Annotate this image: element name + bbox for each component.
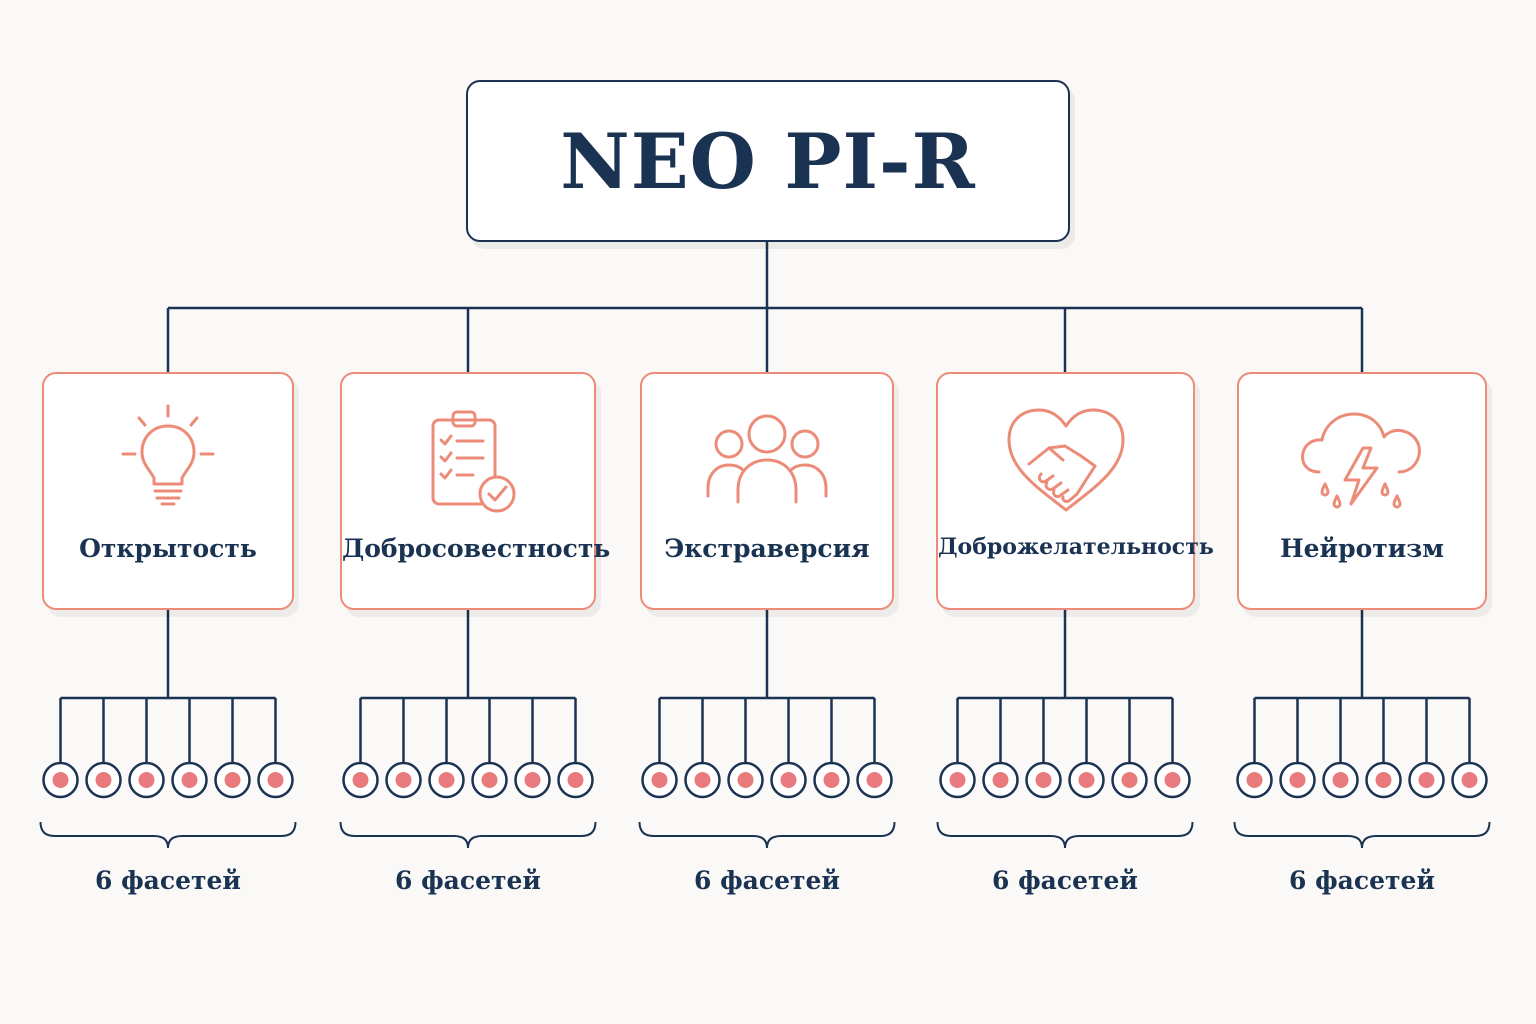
facet-caption-neuroticism: 6 фасетей	[1289, 866, 1435, 895]
facet-caption-extraversion: 6 фасетей	[694, 866, 840, 895]
facet-node-dot-neuroticism	[1375, 772, 1392, 788]
heart-handshake-icon	[1007, 408, 1124, 512]
facet-brace-openness	[39, 821, 297, 849]
storm-cloud-icon	[1301, 412, 1421, 509]
root-node: NEO PI-R	[466, 80, 1070, 242]
trait-card-neuroticism: Нейротизм	[1237, 372, 1487, 610]
root-title: NEO PI-R	[560, 116, 976, 206]
facet-node-dot-neuroticism	[1461, 772, 1478, 788]
trait-label: Доброжелательность	[938, 534, 1214, 560]
facet-node-dot-agreeableness	[992, 772, 1009, 788]
trait-card-agreeableness: Доброжелательность	[936, 372, 1214, 610]
facet-caption-conscientiousness: 6 фасетей	[395, 866, 541, 895]
facet-node-dot-conscientiousness	[352, 772, 369, 788]
facet-node-dot-conscientiousness	[438, 772, 455, 788]
facet-node-dot-openness	[95, 772, 112, 788]
facet-node-dot-extraversion	[866, 772, 883, 788]
facet-node-dot-conscientiousness	[395, 772, 412, 788]
trait-label: Добросовестность	[342, 534, 611, 563]
facet-node-dot-openness	[224, 772, 241, 788]
trait-label: Экстраверсия	[664, 534, 870, 563]
facet-node-dot-neuroticism	[1418, 772, 1435, 788]
facet-node-dot-conscientiousness	[567, 772, 584, 788]
trait-label: Открытость	[79, 534, 257, 563]
facet-node-dot-conscientiousness	[524, 772, 541, 788]
facet-node-dot-agreeableness	[1035, 772, 1052, 788]
facet-node-dot-extraversion	[823, 772, 840, 788]
facet-node-dot-conscientiousness	[481, 772, 498, 788]
people-group-icon	[706, 414, 828, 504]
trait-card-openness: Открытость	[42, 372, 294, 610]
facet-node-dot-agreeableness	[1121, 772, 1138, 788]
facet-brace-agreeableness	[936, 821, 1194, 849]
facet-node-dot-openness	[138, 772, 155, 788]
facet-node-dot-agreeableness	[1078, 772, 1095, 788]
facet-node-dot-openness	[181, 772, 198, 788]
facet-brace-extraversion	[638, 821, 896, 849]
facet-node-dot-neuroticism	[1246, 772, 1263, 788]
facet-node-dot-agreeableness	[1164, 772, 1181, 788]
facet-node-dot-neuroticism	[1332, 772, 1349, 788]
facet-node-dot-extraversion	[651, 772, 668, 788]
checklist-clipboard-icon	[431, 410, 516, 513]
facet-node-dot-extraversion	[694, 772, 711, 788]
lightbulb-icon	[121, 404, 215, 506]
facet-brace-neuroticism	[1233, 821, 1491, 849]
facet-node-dot-neuroticism	[1289, 772, 1306, 788]
facet-caption-openness: 6 фасетей	[95, 866, 241, 895]
facet-node-dot-openness	[267, 772, 284, 788]
facet-node-dot-openness	[52, 772, 69, 788]
facet-caption-agreeableness: 6 фасетей	[992, 866, 1138, 895]
facet-node-dot-extraversion	[780, 772, 797, 788]
facet-node-dot-agreeableness	[949, 772, 966, 788]
facet-brace-conscientiousness	[339, 821, 597, 849]
trait-card-conscientiousness: Добросовестность	[340, 372, 611, 610]
facet-node-dot-extraversion	[737, 772, 754, 788]
trait-card-extraversion: Экстраверсия	[640, 372, 894, 610]
trait-label: Нейротизм	[1280, 534, 1444, 563]
